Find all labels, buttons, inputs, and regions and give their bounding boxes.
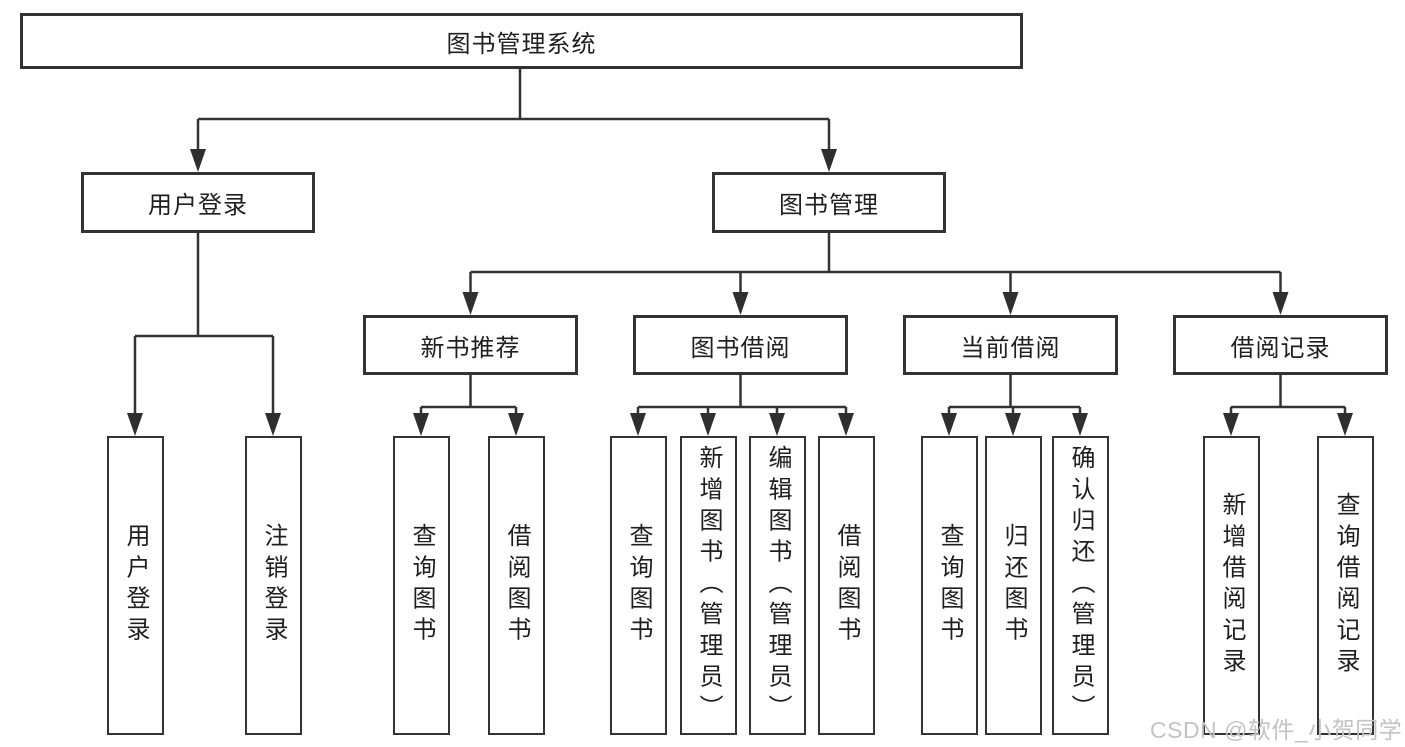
leaf-user-login: 用户登录	[106, 436, 164, 735]
node-label: 注销登录	[260, 523, 287, 648]
node-label: 借阅图书	[833, 523, 860, 648]
leaf-return-books: 归还图书	[984, 436, 1042, 735]
node-label: 借阅记录	[1230, 334, 1331, 362]
node-label: 查询借阅记录	[1332, 491, 1359, 680]
node-current-borrowing: 当前借阅	[903, 315, 1118, 375]
node-label: 新增图书（管理员）	[695, 445, 722, 726]
leaf-query-books-recommend: 查询图书	[392, 436, 450, 735]
leaf-add-books-admin: 新增图书（管理员）	[679, 436, 737, 735]
leaf-borrow-books-recommend: 借阅图书	[487, 436, 545, 735]
node-label: 用户登录	[122, 523, 149, 648]
node-borrowing-records: 借阅记录	[1173, 315, 1388, 375]
leaf-query-books-borrow: 查询图书	[609, 436, 667, 735]
node-label: 新书推荐	[420, 334, 521, 362]
node-book-borrowing: 图书借阅	[633, 315, 848, 375]
node-label: 编辑图书（管理员）	[764, 445, 791, 726]
node-label: 查询图书	[408, 523, 435, 648]
node-label: 借阅图书	[503, 523, 530, 648]
node-book-management: 图书管理	[712, 172, 946, 233]
leaf-confirm-return-admin: 确认归还（管理员）	[1051, 436, 1109, 735]
node-label: 图书管理系统	[446, 30, 597, 58]
node-label: 用户登录	[148, 192, 248, 219]
node-label: 确认归还（管理员）	[1067, 445, 1094, 726]
node-label: 归还图书	[1000, 523, 1027, 648]
node-label: 图书借阅	[690, 334, 791, 362]
node-label: 新增借阅记录	[1218, 491, 1245, 680]
leaf-borrow-books: 借阅图书	[817, 436, 875, 735]
leaf-query-borrow-record: 查询借阅记录	[1316, 436, 1374, 735]
leaf-logout: 注销登录	[244, 436, 302, 735]
node-label: 当前借阅	[960, 334, 1061, 362]
node-new-book-recommendation: 新书推荐	[363, 315, 578, 375]
node-label: 查询图书	[936, 523, 963, 648]
node-user-login: 用户登录	[81, 172, 315, 233]
leaf-add-borrow-record: 新增借阅记录	[1202, 436, 1260, 735]
leaf-edit-books-admin: 编辑图书（管理员）	[748, 436, 806, 735]
leaf-query-books-current: 查询图书	[920, 436, 978, 735]
node-label: 图书管理	[779, 192, 879, 219]
node-library-management-system: 图书管理系统	[20, 13, 1023, 69]
csdn-watermark: CSDN @软件_小贺同学	[1150, 717, 1403, 743]
node-label: 查询图书	[625, 523, 652, 648]
